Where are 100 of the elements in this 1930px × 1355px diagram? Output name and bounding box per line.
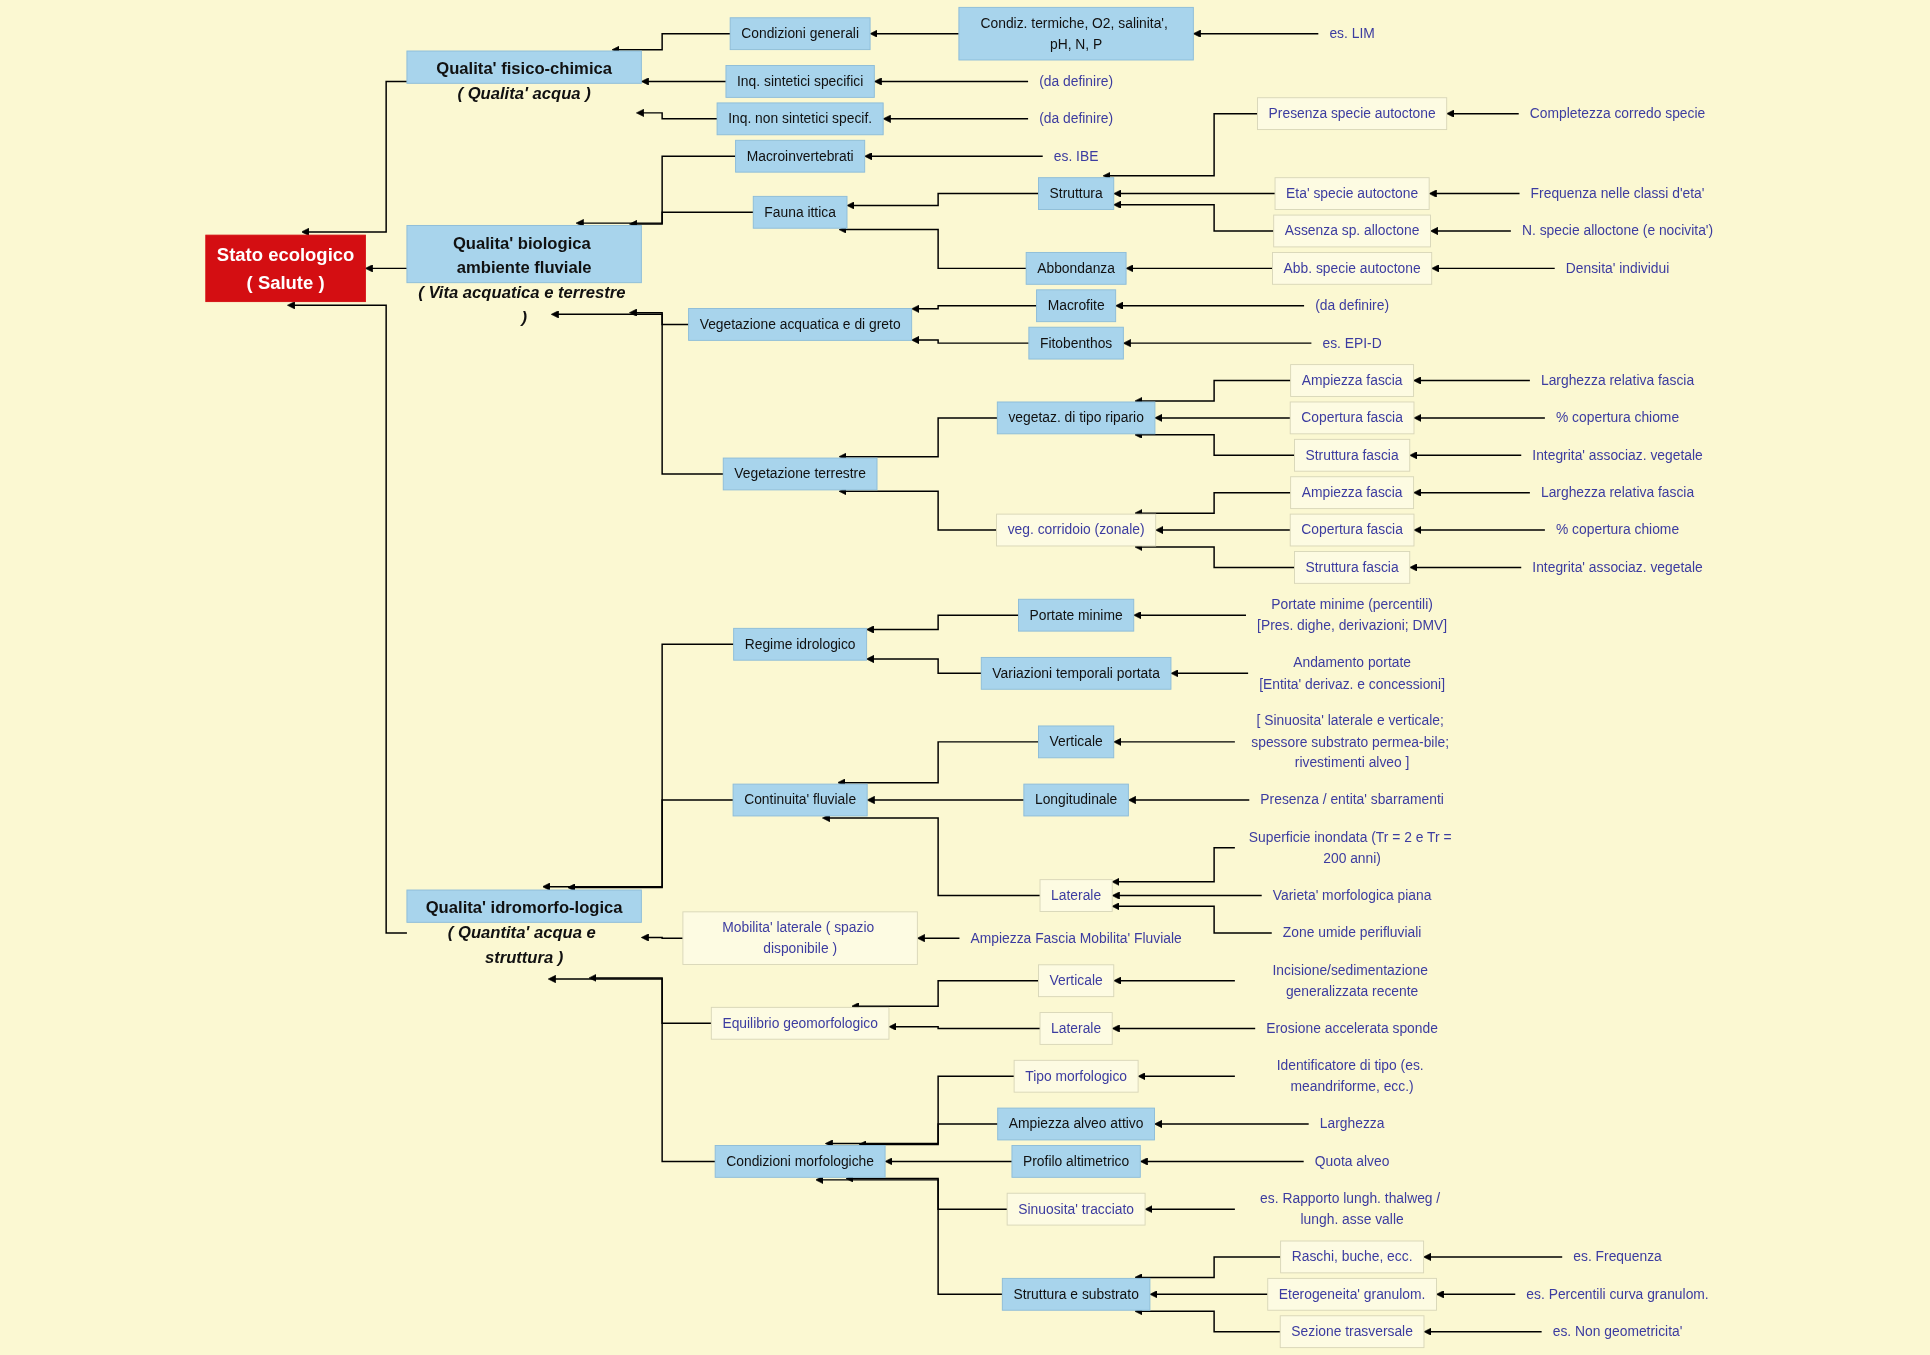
node-text: es. Percentili curva granulom. [1526,1285,1709,1302]
node-text: Ampiezza Fascia Mobilita' Fluviale [970,929,1182,946]
arrow [1113,737,1236,746]
arrow [1133,611,1247,620]
node-box: Presenza specie autoctone [1257,97,1448,131]
node-box: Condizioni generali [729,17,871,51]
arrow [547,974,716,1163]
arrow [888,1022,1041,1031]
node-box: Sinuosita' tracciato [1006,1192,1146,1226]
arrow [1134,1307,1281,1333]
arrow [864,152,1044,161]
node-box: Fitobenthos [1028,326,1124,360]
arrow [866,655,982,675]
node-box: Continuita' fluviale [732,783,868,817]
node-caption: ( Quantita' acqua e struttura ) [446,922,597,969]
node-box: Condizioni morfologiche [714,1145,886,1178]
node-text: Andamento portate [Entita' derivaz. e concessioni] [1259,654,1446,691]
arrow [866,614,1020,634]
node-box: Portate minime [1018,598,1135,632]
arrow [542,643,735,891]
node-box: Ampiezza alveo attivo [997,1107,1155,1141]
arrow [822,814,1041,897]
node-text: Larghezza relativa fascia [1540,484,1695,500]
arrow [884,1157,1013,1166]
node-box: Qualita' idromorfo-logica [406,889,642,923]
node-text: Portate minime (percentili) [Pres. dighe, derivazioni; DMV] [1257,596,1448,633]
arrow [866,795,1025,805]
arrow [1446,109,1520,118]
node-text: Varieta' morfologica piana [1272,887,1432,903]
arrow [1413,376,1531,385]
arrow [1102,112,1259,180]
node-box: Abb. specie autoctone [1272,252,1433,285]
arrow [1431,264,1556,273]
arrow [1436,1290,1516,1299]
arrow [1423,1252,1563,1261]
arrow [1423,1327,1543,1336]
node-box: Variazioni temporali portata [980,656,1172,690]
node-box: Vegetazione terrestre [722,457,878,491]
node-text: Erosione accelerata sponde [1266,1019,1438,1036]
node-box: Inq. sintetici specifici [725,65,875,98]
node-caption: ( Vita acquatica e terrestre ) [418,282,627,329]
arrow [869,29,960,38]
node-text: es. LIM [1329,25,1375,41]
arrow [641,77,727,86]
node-box: Verticale [1038,725,1115,759]
node-box: Eterogeneita' granulom. [1267,1277,1437,1311]
node-box: Tipo morfologico [1013,1059,1139,1093]
node-box: Copertura fascia [1289,401,1415,435]
arrow [1111,902,1273,934]
node-text: % copertura chiome [1555,409,1680,426]
node-box: Laterale [1039,879,1113,912]
node-box: veg. corridoio (zonale) [996,513,1157,547]
node-box: Abbondanza [1025,252,1127,285]
arrow [1155,526,1291,535]
node-text: Incisione/sedimentazione generalizzata recente [1272,961,1428,999]
node-box: Qualita' fisico-chimica [406,50,642,84]
node-text: Quota alveo [1314,1152,1390,1169]
arrow [1125,264,1274,273]
arrow [641,933,684,942]
arrow [1139,1157,1305,1166]
arrow [846,192,1040,210]
node-text: % copertura chiome [1555,521,1680,538]
node-text: es. Non geometricita' [1552,1323,1683,1339]
node-text: Zone umide perifluviali [1282,924,1422,941]
node-box: Qualita' biologica ambiente fluviale [406,225,642,284]
node-box: Vegetazione acquatica e di greto [688,308,913,341]
arrow [636,108,718,120]
arrow [911,304,1038,313]
arrow [1113,976,1236,985]
node-box: Ampiezza fascia [1290,364,1415,397]
arrow [1413,526,1546,535]
arrow [1113,200,1275,232]
node-text: [ Sinuosita' laterale e verticale; spessore substrato permea-bile; rivestimenti alveo ] [1251,712,1450,770]
arrow [1111,891,1263,900]
node-box: Condiz. termiche, O2, salinita', pH, N, P [958,6,1194,61]
node-text: (da definire) [1315,297,1390,313]
node-text: Superficie inondata (Tr = 2 e Tr = 200 anni) [1248,828,1452,866]
arrow [825,1075,1015,1148]
arrow [1128,795,1250,805]
node-box: Macrofite [1036,289,1117,323]
arrow [567,799,734,892]
node-text: es. Frequenza [1573,1248,1662,1265]
node-box: Mobilita' laterale ( spazio disponibile ) [682,911,918,965]
arrow [911,336,1030,345]
arrow [550,310,724,475]
node-box: Struttura [1038,177,1115,210]
arrow [301,80,408,236]
node-box: vegetaz. di tipo ripario [996,401,1156,435]
node-box: Ampiezza fascia [1290,476,1415,510]
node-text: N. specie alloctone (e nocivita') [1521,222,1714,239]
arrow [1413,488,1531,497]
node-text: Integrita' associaz. vegetale [1532,446,1703,463]
arrow [1123,339,1313,348]
arrow [1192,29,1320,38]
node-text: es. Rapporto lungh. thalweg / lungh. asse valle [1260,1190,1441,1227]
node-text: Identificatore di tipo (es. meandriforme, ecc.) [1276,1057,1424,1094]
arrow [1154,1119,1310,1129]
arrow [873,77,1029,86]
node-box: Profilo altimetrico [1011,1145,1141,1178]
node-box: Sezione trasversale [1279,1315,1425,1349]
